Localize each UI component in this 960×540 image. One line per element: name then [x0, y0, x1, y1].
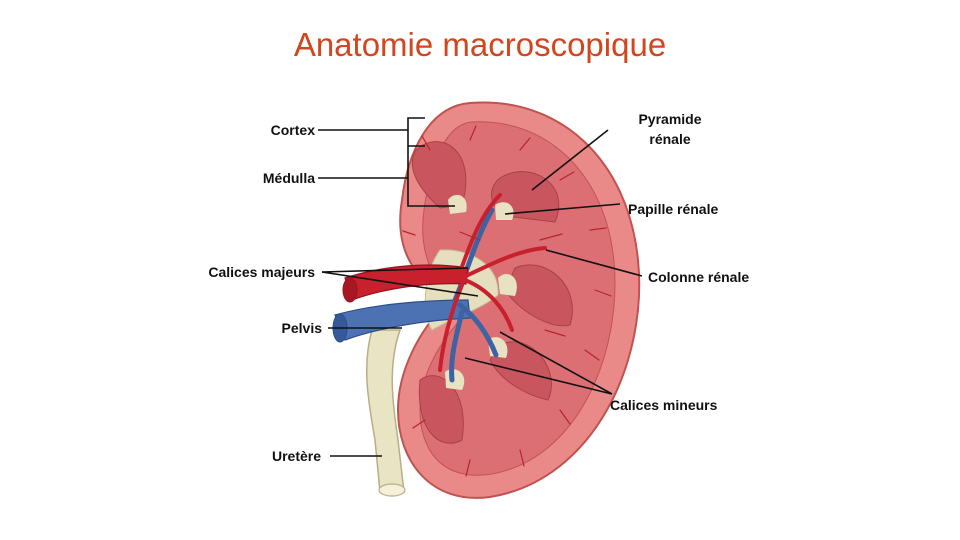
label-pyramide-line2: rénale — [649, 131, 690, 147]
label-papille: Papille rénale — [628, 201, 718, 217]
pyramid-3 — [504, 264, 573, 327]
cortex-medulla-bracket — [318, 117, 455, 207]
label-medulla: Médulla — [263, 170, 315, 186]
label-calices-mineurs: Calices mineurs — [610, 397, 718, 413]
pyramid-5 — [418, 375, 464, 444]
label-pelvis: Pelvis — [282, 320, 323, 336]
kidney-illustration — [332, 101, 641, 499]
label-colonne: Colonne rénale — [648, 269, 749, 285]
label-calices-majeurs: Calices majeurs — [208, 264, 315, 280]
ureter-illustration — [365, 329, 406, 497]
leader-lines — [321, 129, 643, 457]
label-cortex: Cortex — [271, 122, 316, 138]
label-pyramide-line1: Pyramide — [638, 111, 701, 127]
label-uretere: Uretère — [272, 448, 321, 464]
slide-title: Anatomie macroscopique — [293, 26, 667, 63]
